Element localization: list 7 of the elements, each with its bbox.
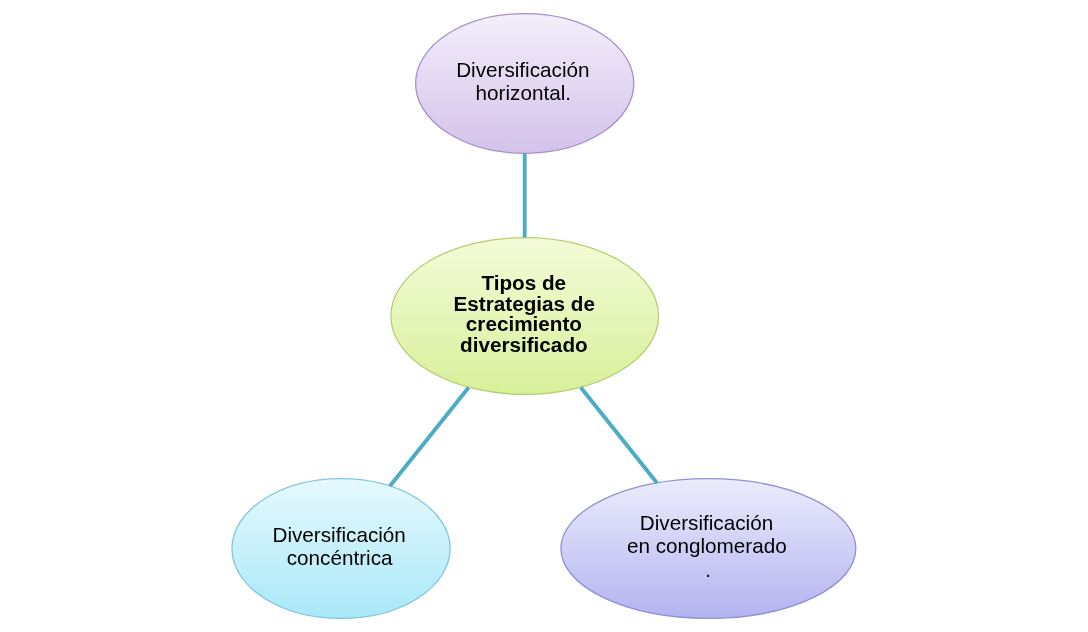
connector [522,153,527,238]
node-ellipse: Tipos de Estrategias de crecimiento diversificado [390,236,660,396]
node-ellipse: Diversificación horizontal. [415,12,635,154]
node-ellipse: Diversificación en conglomerado . [560,478,857,620]
connector [388,386,471,488]
connector [579,386,659,485]
node-ellipse: Diversificación concéntrica [231,478,451,620]
